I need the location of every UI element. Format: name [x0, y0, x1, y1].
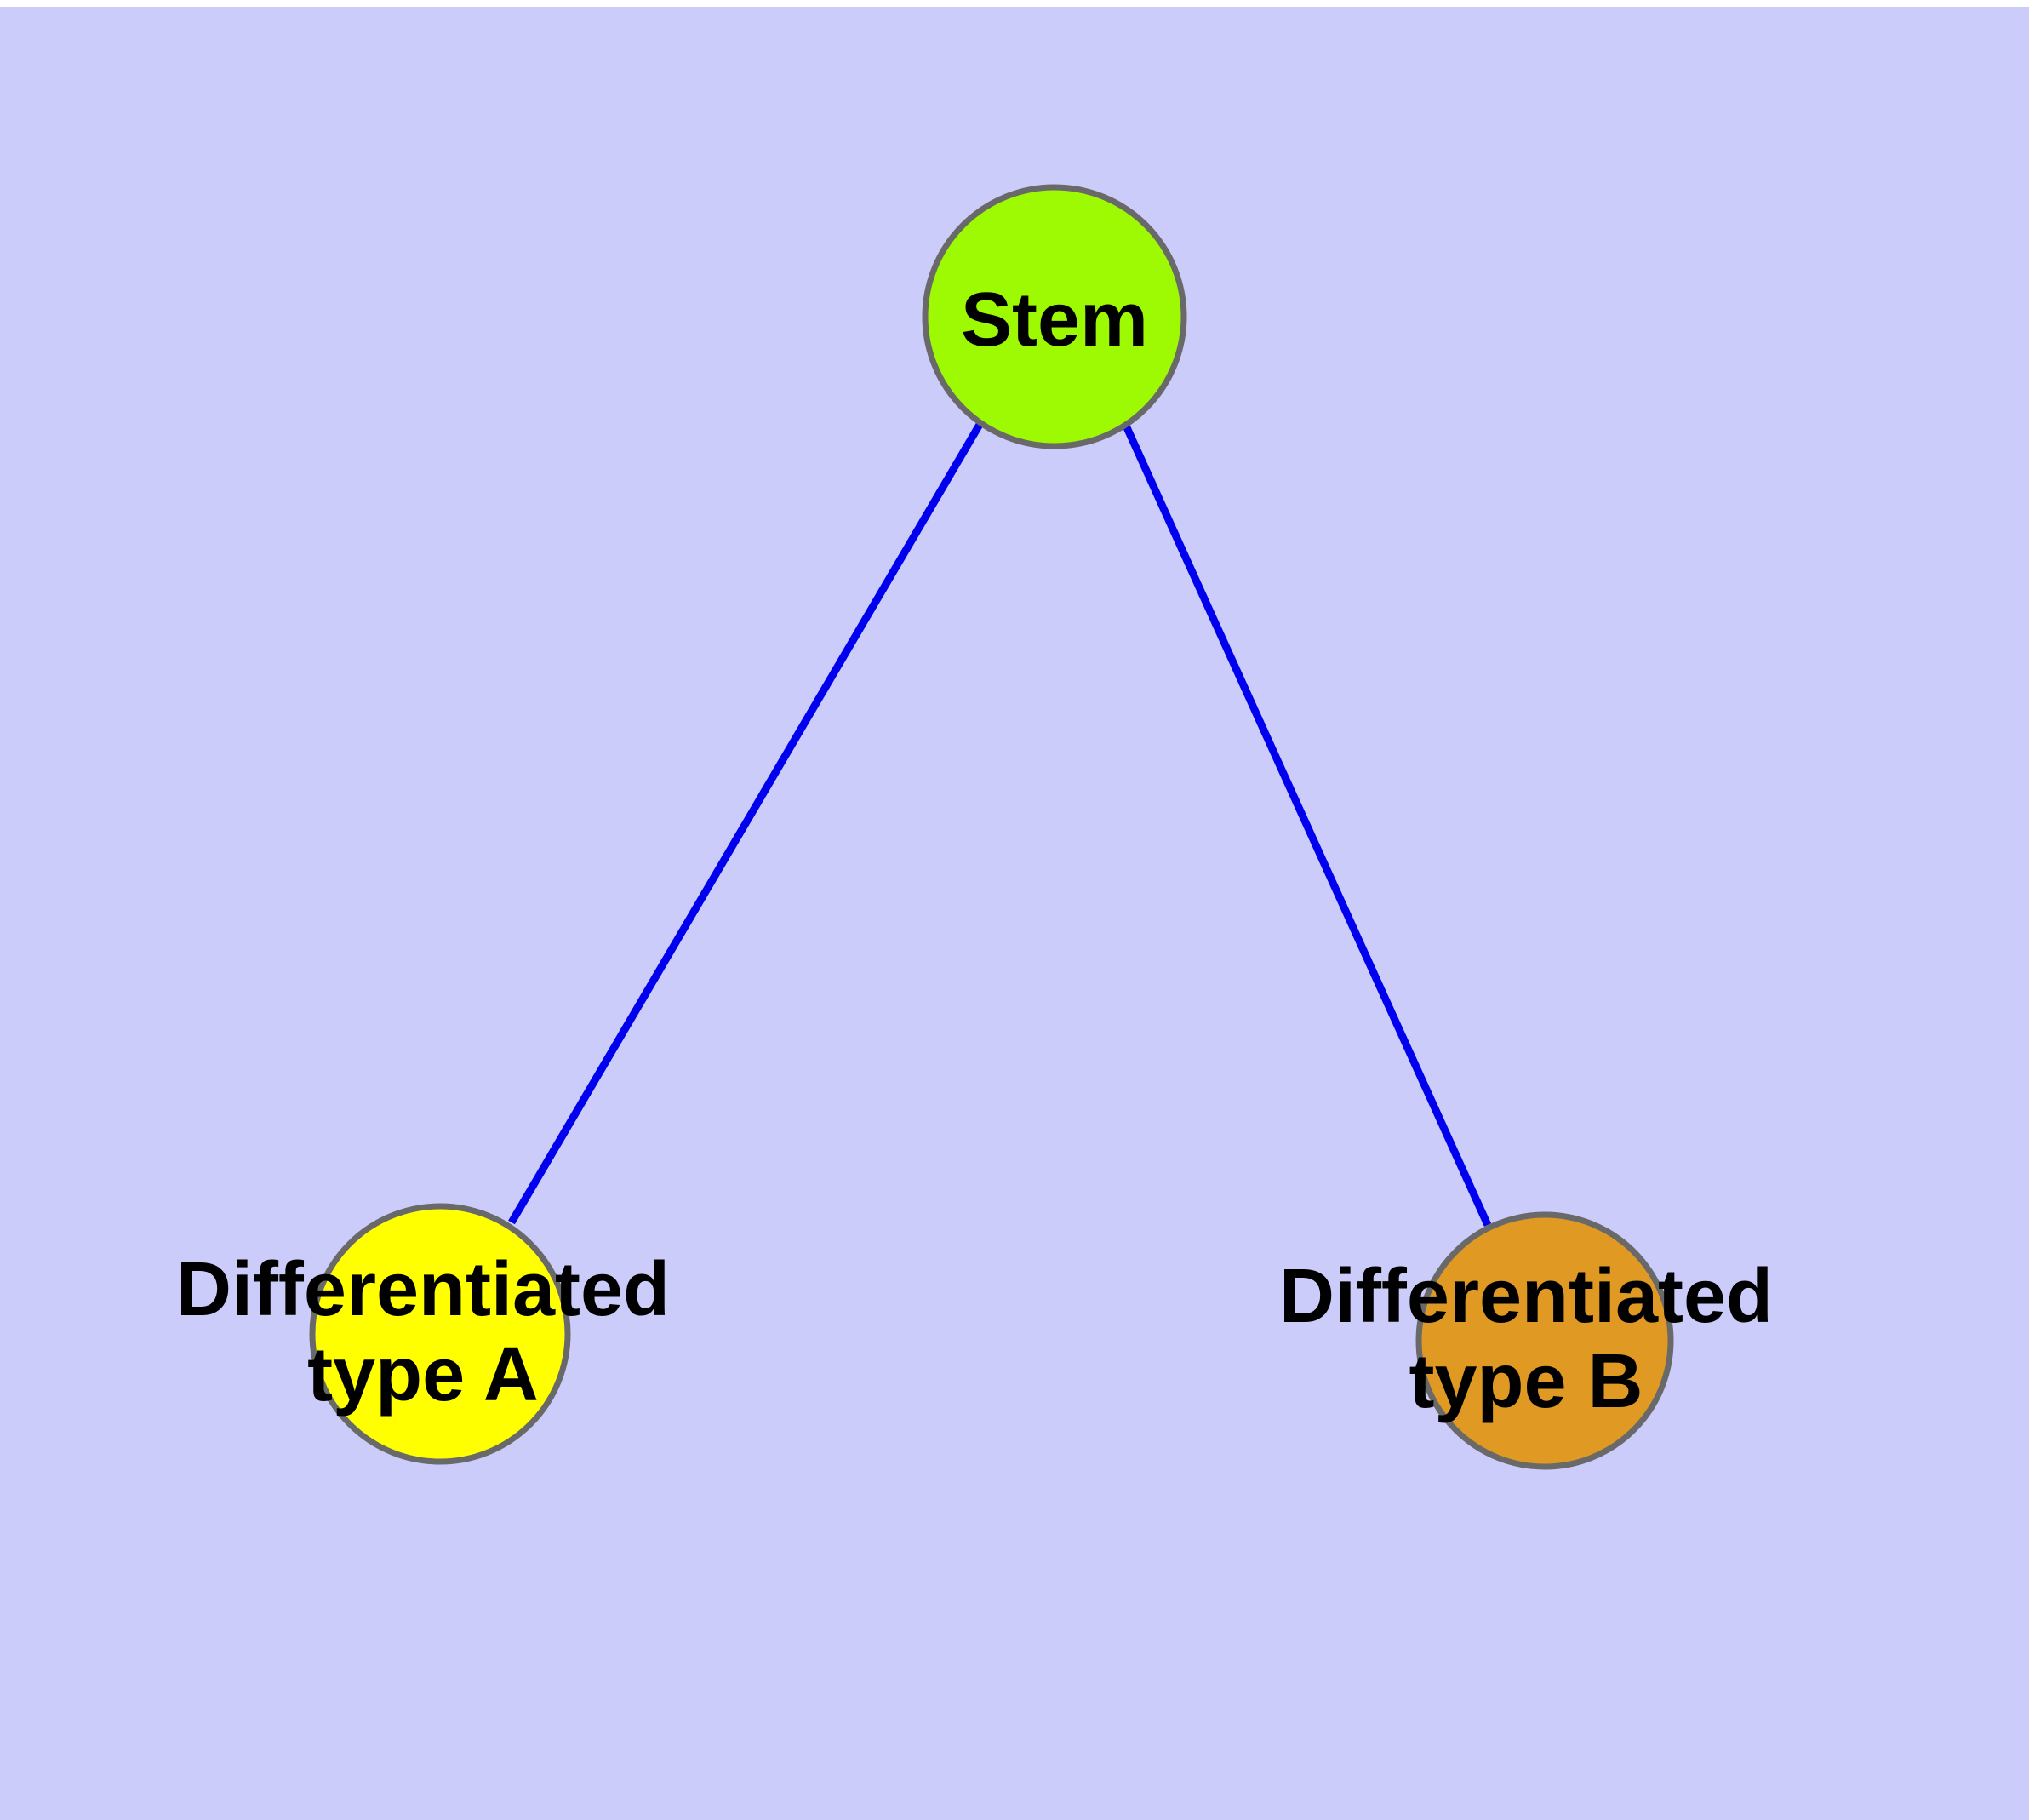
node-stem[interactable] — [922, 184, 1187, 449]
node-label-line: type B — [1409, 1339, 1643, 1424]
node-differentiated-type-b[interactable] — [1415, 1211, 1674, 1470]
node-label-line: Differentiated — [1279, 1254, 1773, 1339]
edge-stem-to-differentiated-type-b[interactable] — [1122, 424, 1492, 1227]
nodes-layer — [309, 184, 1674, 1470]
node-label-stem: Stem — [961, 278, 1148, 363]
edge-stem-to-differentiated-type-a[interactable] — [508, 421, 984, 1225]
node-label-line: type A — [307, 1332, 539, 1417]
node-label-line: Stem — [961, 278, 1148, 363]
node-differentiated-type-a[interactable] — [309, 1203, 571, 1465]
node-label-line: Differentiated — [176, 1247, 670, 1332]
edges-layer — [508, 421, 1492, 1227]
